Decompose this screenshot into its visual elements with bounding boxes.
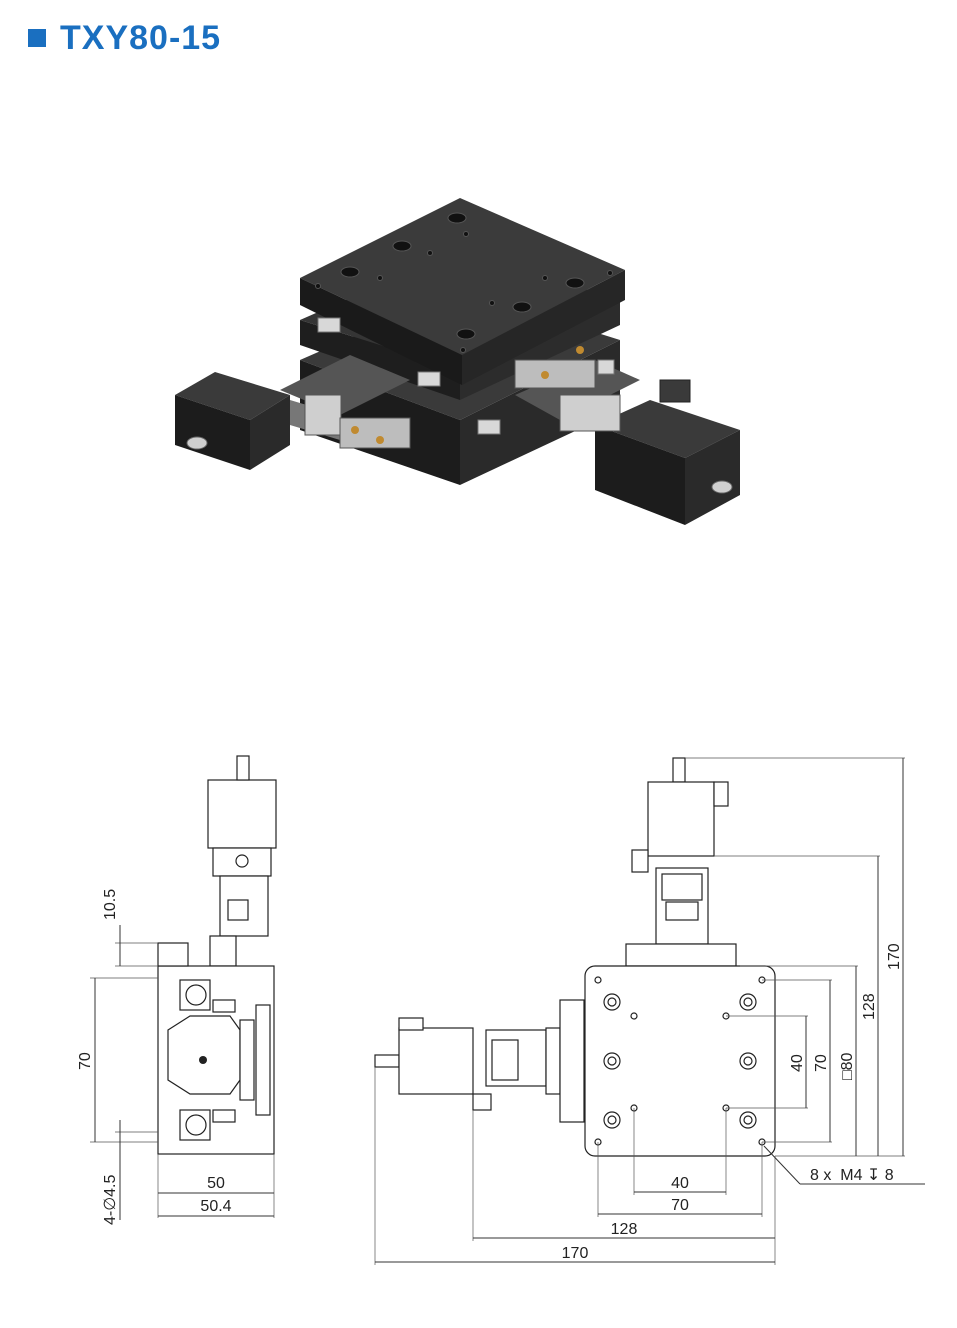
dim-70-horizontal: 70 <box>671 1197 689 1214</box>
dim-70-side: 70 <box>77 1052 94 1070</box>
title-block: TXY80-15 <box>28 18 221 58</box>
dim-170-vertical: 170 <box>886 943 903 970</box>
dim-50-4: 50.4 <box>200 1198 231 1215</box>
dim-40-vertical: 40 <box>789 1054 806 1072</box>
top-plate <box>300 198 625 355</box>
top-view-drawing: 170 128 □80 70 40 40 70 128 170 8 x M4 ↧… <box>374 757 925 1265</box>
dim-square-80: □80 <box>839 1052 856 1080</box>
dim-170-horizontal: 170 <box>562 1245 589 1262</box>
thread-callout: 8 x M4 ↧ 8 <box>810 1167 894 1184</box>
product-render <box>175 198 740 525</box>
page-title: TXY80-15 <box>60 18 222 57</box>
dim-holes: 4-∅4.5 <box>102 1174 119 1225</box>
dim-40-horizontal: 40 <box>671 1175 689 1192</box>
side-view-drawing: 10.5 70 4-∅4.5 50 50.4 <box>77 755 277 1225</box>
dim-50: 50 <box>207 1175 225 1192</box>
dim-128-horizontal: 128 <box>611 1221 638 1238</box>
dim-70-vertical: 70 <box>813 1054 830 1072</box>
dim-128-vertical: 128 <box>861 993 878 1020</box>
dim-10-5: 10.5 <box>102 889 119 920</box>
title-square-icon <box>28 29 46 47</box>
